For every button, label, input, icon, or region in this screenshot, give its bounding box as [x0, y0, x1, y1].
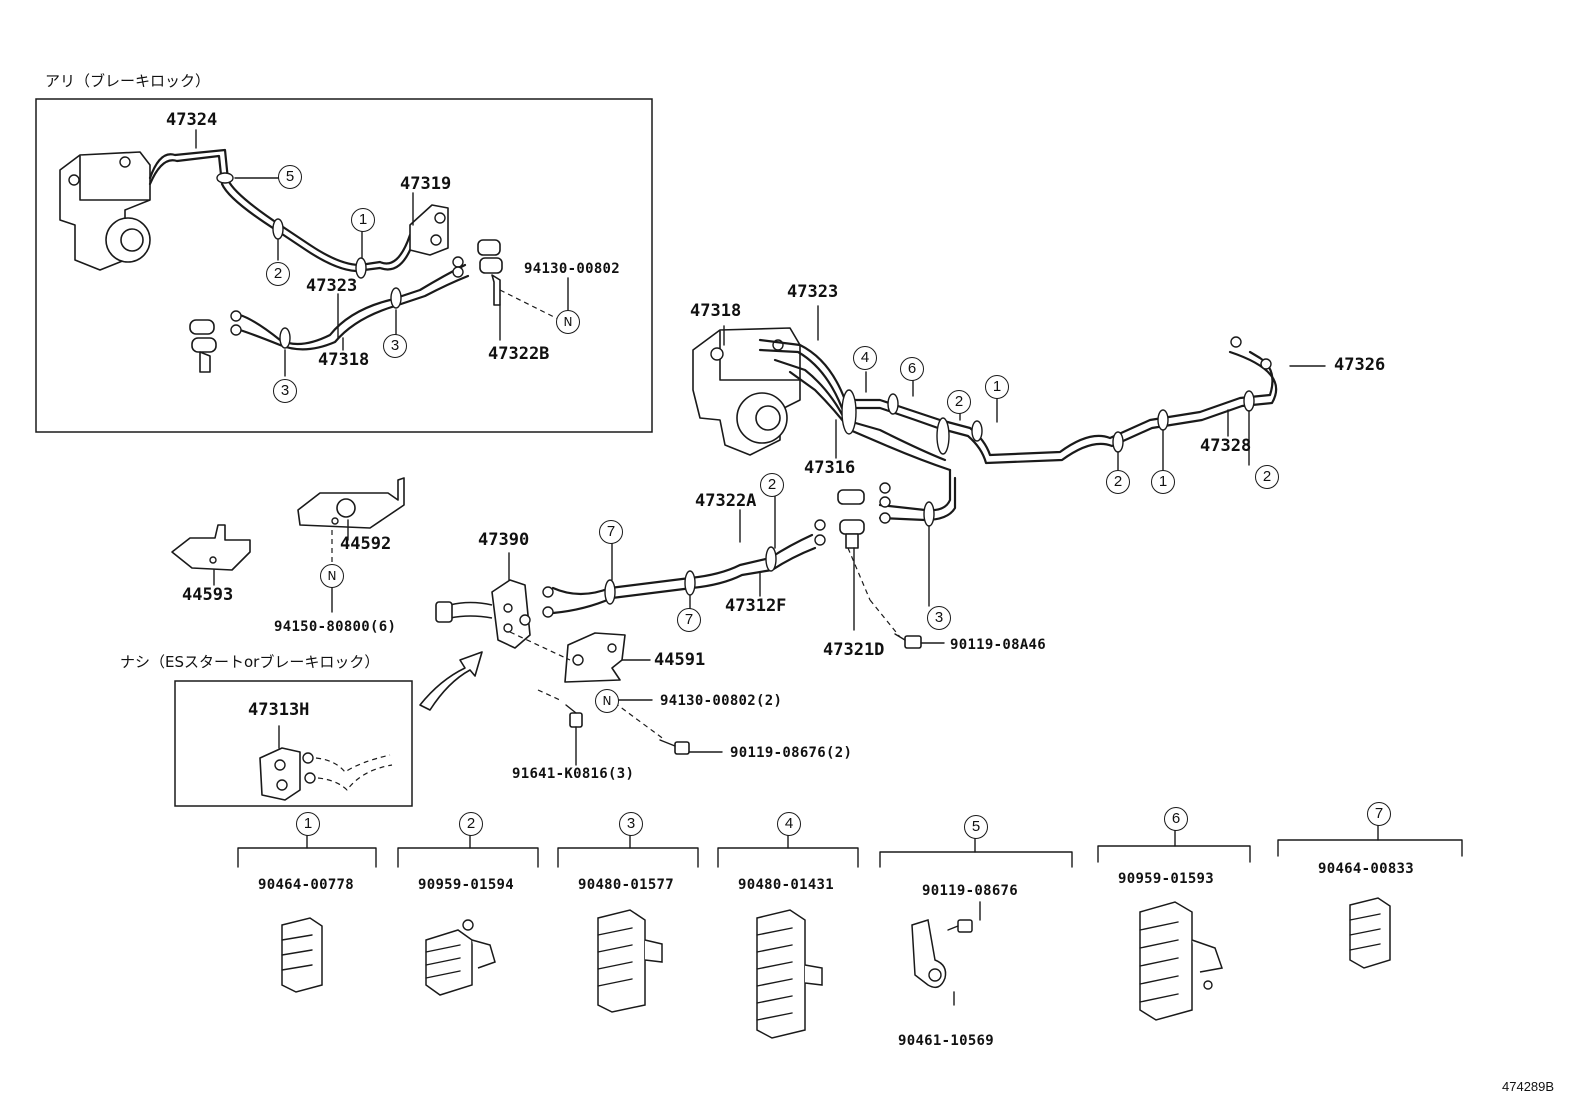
label-91641: 91641-K0816(3)	[512, 766, 635, 782]
clamp-callout-2-main-a: 2	[947, 390, 971, 414]
legend-part-7: 90464-00833	[1318, 861, 1415, 877]
label-44593: 44593	[182, 585, 234, 605]
clamp-callout-1-main-a: 1	[985, 375, 1009, 399]
clamp-icon-6	[1139, 901, 1223, 1021]
legend-part-5-bolt: 90119-08676	[922, 883, 1019, 899]
caption-with-brake-lock: アリ（ブレーキロック）	[45, 72, 211, 90]
clamp-icon-7	[1349, 897, 1391, 969]
legend-callout-4: 4	[777, 812, 801, 836]
clamp-callout-2-inset: 2	[266, 262, 290, 286]
clamp-callout-6-main: 6	[900, 357, 924, 381]
label-47316: 47316	[804, 458, 856, 478]
clamp-callout-1-main-b: 1	[1151, 470, 1175, 494]
inset-union-47318	[189, 310, 242, 373]
legend-part-3: 90480-01577	[578, 877, 675, 893]
clamp-callout-5: 5	[278, 165, 302, 189]
legend-brackets	[237, 825, 1463, 868]
clamp-callout-2-main-b: 2	[1106, 470, 1130, 494]
valve-47313H	[259, 747, 393, 801]
nut-callout-main-1: N	[320, 564, 344, 588]
nut-callout-inset: N	[556, 310, 580, 334]
label-44592: 44592	[340, 534, 392, 554]
bracket-44593	[171, 524, 251, 571]
clamp-callout-2-main-c: 2	[1255, 465, 1279, 489]
legend-callout-2: 2	[459, 812, 483, 836]
clamp-icon-3	[597, 909, 663, 1013]
diagram-id: 474289B	[1502, 1079, 1555, 1094]
clamp-icon-2	[425, 919, 496, 996]
label-47324: 47324	[166, 110, 218, 130]
label-47321D: 47321D	[823, 640, 885, 660]
clamp-callout-7-main-a: 7	[599, 520, 623, 544]
legend-callout-7: 7	[1367, 802, 1391, 826]
nut-callout-main-2: N	[595, 689, 619, 713]
label-47326: 47326	[1334, 355, 1386, 375]
clamp-callout-3-inset-b: 3	[273, 379, 297, 403]
inset-box-brake-lock	[35, 98, 653, 433]
legend-callout-5: 5	[964, 815, 988, 839]
label-47322A: 47322A	[695, 491, 757, 511]
label-94150: 94150-80800(6)	[274, 619, 397, 635]
label-47323-inset: 47323	[306, 276, 358, 296]
legend-callout-6: 6	[1164, 807, 1188, 831]
legend-part-2: 90959-01594	[418, 877, 515, 893]
label-94130-inset: 94130-00802	[524, 261, 621, 277]
caption-without-es-start: ナシ（ESスタートorブレーキロック）	[120, 653, 380, 671]
bolt-90119-08676	[659, 739, 690, 755]
clamp-callout-1-inset: 1	[351, 208, 375, 232]
bolt-91641	[565, 704, 583, 728]
label-47323: 47323	[787, 282, 839, 302]
inset-actuator	[59, 151, 151, 271]
legend-part-1: 90464-00778	[258, 877, 355, 893]
label-47319: 47319	[400, 174, 452, 194]
legend-part-5-clamp: 90461-10569	[898, 1033, 995, 1049]
label-47312F: 47312F	[725, 596, 787, 616]
pointer-arrow	[419, 651, 483, 711]
clamp-callout-3-main: 3	[927, 606, 951, 630]
label-47313H: 47313H	[248, 700, 310, 720]
clamp-icon-4	[756, 909, 823, 1039]
label-90119-08676: 90119-08676(2)	[730, 745, 853, 761]
legend-callout-3: 3	[619, 812, 643, 836]
clamp-callout-3-inset-a: 3	[383, 334, 407, 358]
label-47318-inset: 47318	[318, 350, 370, 370]
junction-block-47390	[435, 579, 554, 649]
label-94130-main: 94130-00802(2)	[660, 693, 783, 709]
label-47318: 47318	[690, 301, 742, 321]
label-44591: 44591	[654, 650, 706, 670]
clamp-icon-1	[281, 917, 323, 993]
inset-box-es-start	[174, 680, 413, 807]
legend-callout-1: 1	[296, 812, 320, 836]
clamp-callout-2-main-d: 2	[760, 473, 784, 497]
legend-part-4: 90480-01431	[738, 877, 835, 893]
clamp-callout-7-main-b: 7	[677, 608, 701, 632]
valve-47321D	[837, 482, 891, 549]
label-47390: 47390	[478, 530, 530, 550]
main-actuator	[692, 327, 801, 456]
label-47328: 47328	[1200, 436, 1252, 456]
inset-fitting-47319	[409, 204, 449, 256]
inset-valve-47322B	[452, 239, 503, 306]
bolt-clamp-icon-5	[911, 901, 981, 1006]
label-90119-08A46: 90119-08A46	[950, 637, 1047, 653]
label-47322B: 47322B	[488, 344, 550, 364]
legend-part-6: 90959-01593	[1118, 871, 1215, 887]
clamp-callout-4-main: 4	[853, 346, 877, 370]
